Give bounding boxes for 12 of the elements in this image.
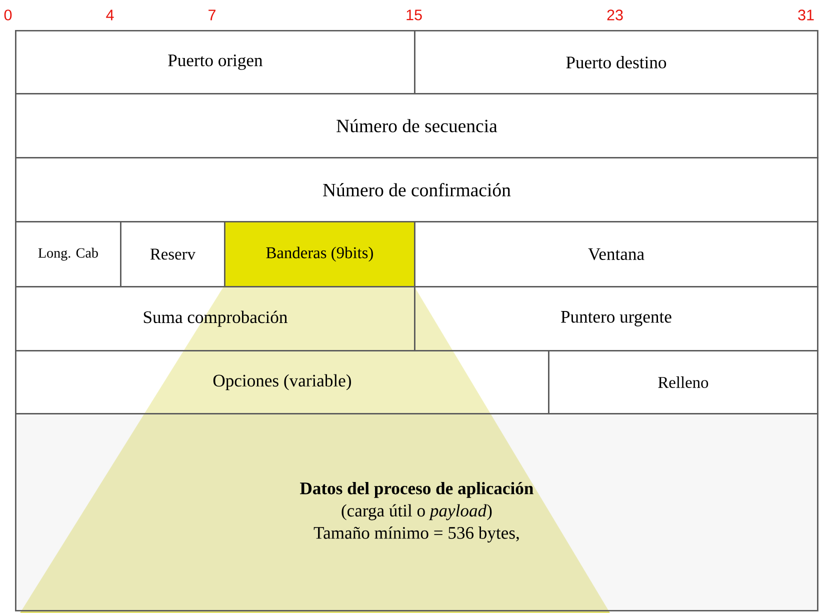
header-field: Puerto destino bbox=[414, 30, 818, 94]
data-area: Datos del proceso de aplicación (carga útil o payload) Tamaño mínimo = 536 bytes, bbox=[15, 413, 818, 612]
header-field: Long. Cab bbox=[15, 221, 122, 288]
header-field: Ventana bbox=[414, 221, 818, 288]
header-field: Opciones (variable) bbox=[15, 350, 550, 414]
header-field: Puntero urgente bbox=[414, 286, 818, 352]
bit-number: 0 bbox=[4, 10, 12, 20]
header-field: Reserv bbox=[120, 221, 226, 288]
bit-number: 15 bbox=[406, 10, 422, 20]
flags-field: Banderas (9bits) bbox=[224, 221, 416, 288]
header-field: Relleno bbox=[548, 350, 818, 414]
header-field: Puerto origen bbox=[15, 30, 416, 94]
